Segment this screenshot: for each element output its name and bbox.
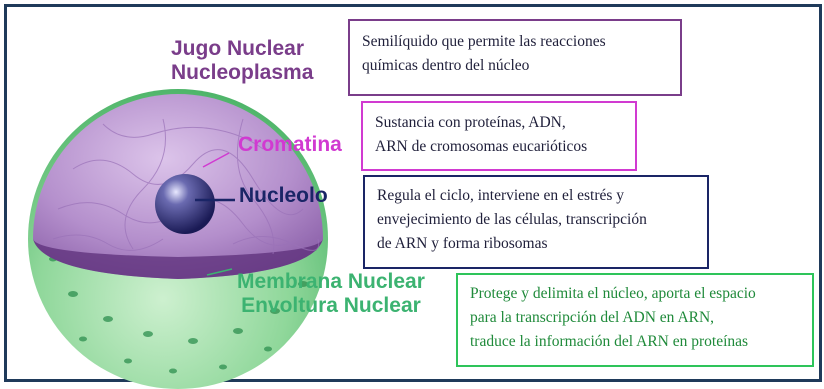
label-nucleoplasma-line2: Nucleoplasma [171, 61, 314, 85]
label-envoltura-line2: Envoltura Nuclear [241, 294, 421, 318]
box-nucleolo: Regula el ciclo, interviene en el estrés… [363, 175, 709, 269]
box-membrana-line3: traduce la información del ARN en proteí… [470, 333, 749, 351]
cutaway-rim [33, 239, 323, 279]
box-membrana-line1: Protege y delimita el núcleo, aporta el … [470, 285, 756, 302]
box-membrana: Protege y delimita el núcleo, aporta el … [456, 273, 814, 367]
box-nucleoplasma: Semilíquido que permite las reacciones q… [348, 19, 682, 96]
box-nucleolo-line3: de ARN y forma ribosomas [377, 235, 548, 253]
connector-lines [195, 152, 235, 276]
label-membrana-nuclear: Membrana Nuclear Envoltura Nuclear [237, 270, 425, 318]
box-nucleolo-line2: envejecimiento de las células, transcrip… [377, 211, 647, 229]
cromatina-pointer [202, 152, 230, 168]
diagram-frame: Jugo Nuclear Nucleoplasma Cromatina Nucl… [4, 4, 822, 389]
box-cromatina-line2: ARN de cromosomas eucarióticos [375, 138, 588, 156]
box-cromatina-line1: Sustancia con proteínas, ADN, [375, 114, 566, 131]
box-nucleolo-line1: Regula el ciclo, interviene en el estrés… [377, 187, 625, 204]
nucleolo-shape [155, 174, 215, 234]
label-cromatina: Cromatina [238, 133, 342, 156]
box-membrana-line2: para la transcripción del ADN en ARN, [470, 309, 715, 327]
label-nucleolo: Nucleolo [239, 184, 328, 207]
box-nucleoplasma-line2: químicas dentro del núcleo [362, 57, 530, 75]
label-jugo-nuclear-line1: Jugo Nuclear [171, 37, 305, 60]
label-jugo-nuclear: Jugo Nuclear Nucleoplasma [171, 37, 313, 85]
box-cromatina: Sustancia con proteínas, ADN, ARN de cro… [361, 101, 637, 171]
cell-nucleus-illustration [28, 89, 328, 389]
label-membrana-line1: Membrana Nuclear [237, 270, 425, 293]
box-nucleoplasma-line1: Semilíquido que permite las reacciones [362, 33, 606, 50]
membrana-pointer [206, 268, 233, 276]
